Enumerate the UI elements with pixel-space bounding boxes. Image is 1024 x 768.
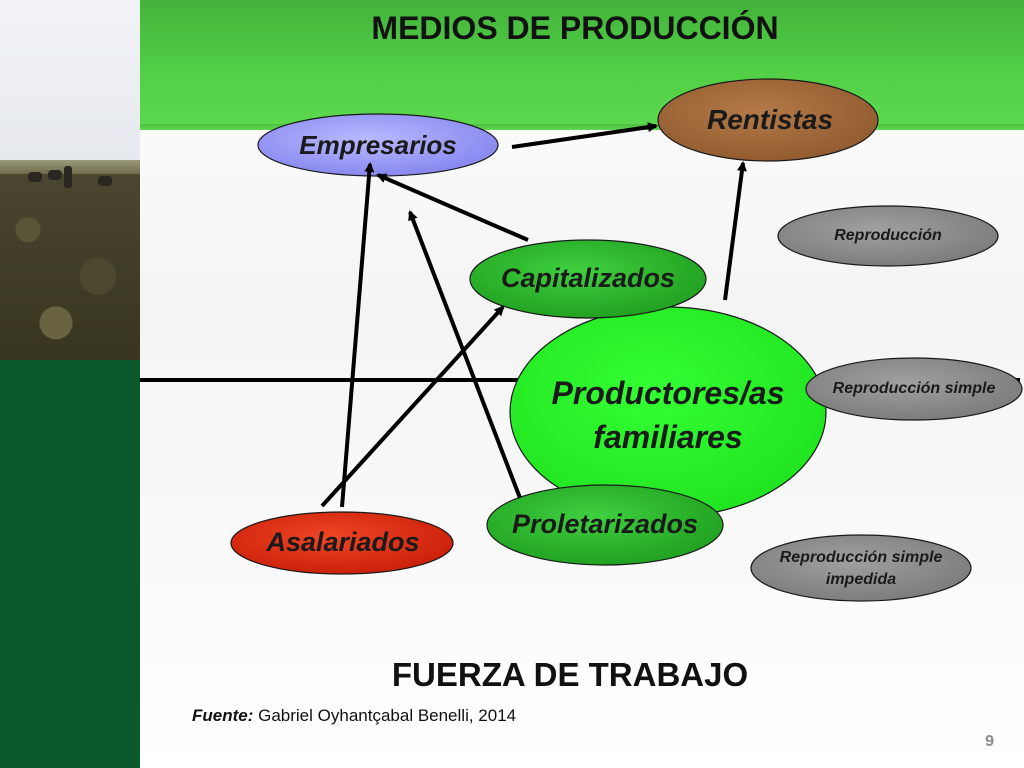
photo-person xyxy=(64,166,72,188)
node-reproduccion-simple xyxy=(805,357,1023,421)
photo-sky xyxy=(0,0,140,160)
page-title: MEDIOS DE PRODUCCIÓN xyxy=(371,10,779,46)
source-citation: Fuente: Gabriel Oyhantçabal Benelli, 201… xyxy=(192,706,516,726)
arrow-capitalizados-to-empresarios xyxy=(376,173,529,242)
node-reproduccion-simple-impedida xyxy=(750,534,972,602)
label-reproduccion-impedida-line2: impedida xyxy=(825,571,897,589)
arrow-asalariados-to-capitalizados xyxy=(320,305,505,508)
source-text: Gabriel Oyhantçabal Benelli, 2014 xyxy=(253,706,517,725)
bottom-title: FUERZA DE TRABAJO xyxy=(391,656,749,693)
node-proletarizados xyxy=(486,484,724,566)
photo-cow xyxy=(98,176,112,186)
photo-ground xyxy=(0,174,140,360)
arrow-asalariados-to-empresarios xyxy=(340,162,375,508)
photo-cow xyxy=(28,172,42,182)
node-rentistas xyxy=(657,78,879,162)
label-proletarizados: Proletarizados xyxy=(511,509,699,540)
label-reproduccion: Reproducción xyxy=(834,227,942,245)
label-empresarios: Empresarios xyxy=(299,129,457,160)
photo-cow xyxy=(48,170,62,180)
source-label: Fuente: xyxy=(192,706,254,725)
node-reproduccion xyxy=(777,205,999,267)
label-rentistas: Rentistas xyxy=(706,103,834,135)
node-asalariados xyxy=(230,511,454,575)
node-capitalizados xyxy=(469,239,707,319)
label-reproduccion-simple: Reproducción simple xyxy=(832,380,996,398)
arrow-proletarizados-to-empresarios xyxy=(408,210,522,499)
label-productores-line1: Productores/as xyxy=(551,375,785,412)
label-capitalizados: Capitalizados xyxy=(500,263,676,294)
arrow-empresarios-to-rentistas xyxy=(511,122,658,149)
sidebar-dark-green xyxy=(0,360,140,768)
header-green-band xyxy=(140,0,1024,130)
label-reproduccion-impedida-line1: Reproducción simple xyxy=(779,549,943,567)
label-productores-line2: familiares xyxy=(593,419,743,456)
arrow-productores-to-rentistas xyxy=(723,161,747,301)
page-number: 9 xyxy=(985,733,994,750)
label-asalariados: Asalariados xyxy=(266,527,420,558)
farm-photo xyxy=(0,0,140,360)
